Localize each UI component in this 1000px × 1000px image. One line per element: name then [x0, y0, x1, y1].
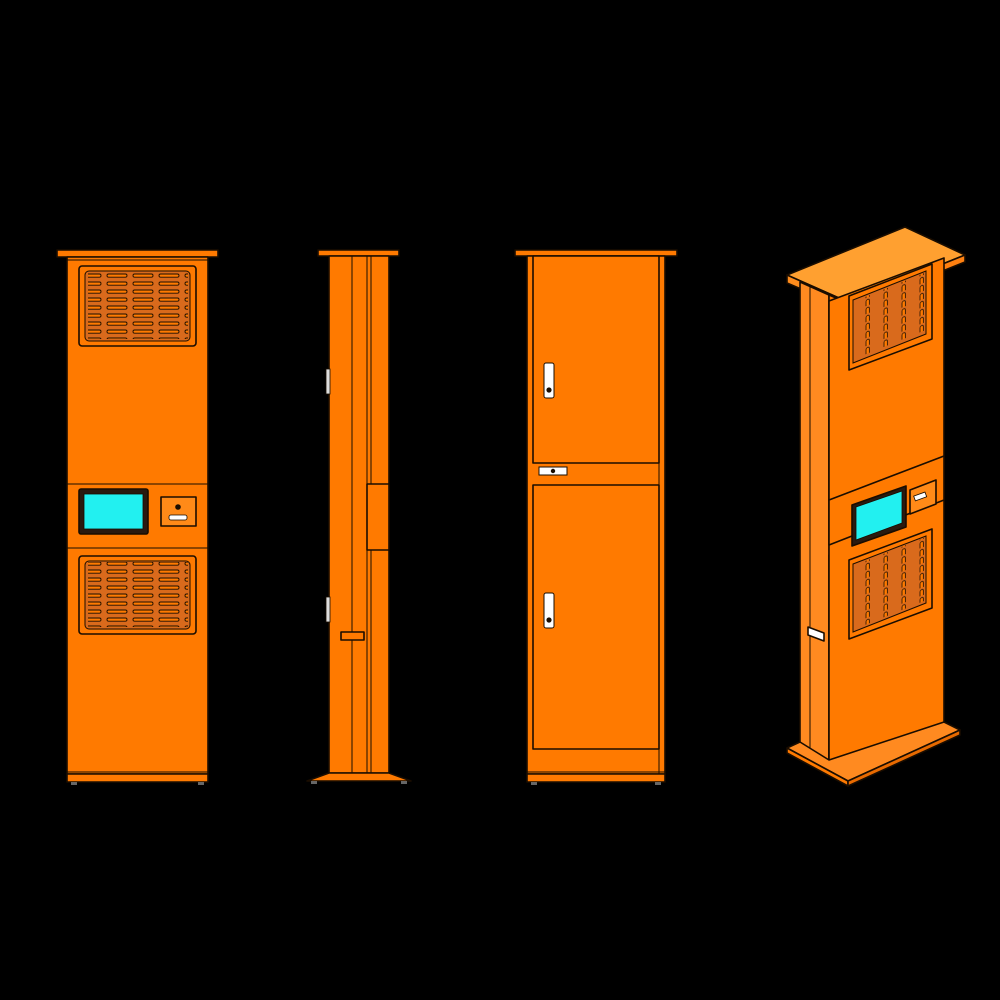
rear-upper-door — [532, 255, 660, 464]
rear-top-cap — [514, 249, 678, 257]
rear-lower-handle — [543, 592, 555, 629]
rear-latch — [538, 466, 568, 476]
isometric-view — [786, 226, 966, 787]
side-base — [306, 772, 412, 782]
side-view — [306, 249, 412, 784]
front-base — [66, 773, 209, 783]
rear-view — [514, 249, 678, 785]
front-top-cap — [56, 249, 219, 258]
rear-upper-handle — [543, 362, 555, 399]
rear-base — [526, 773, 666, 783]
front-view — [56, 249, 219, 785]
side-top-cap — [317, 249, 400, 257]
front-card-reader — [160, 496, 197, 527]
iso-upper-vent — [848, 263, 933, 371]
iso-lower-vent — [848, 528, 933, 640]
front-upper-vent — [78, 265, 197, 347]
front-touch-screen — [78, 488, 149, 535]
iso-card-reader — [909, 479, 937, 515]
iso-touch-screen — [851, 485, 907, 547]
iso-left-face — [799, 281, 830, 764]
front-lower-vent — [78, 555, 197, 635]
